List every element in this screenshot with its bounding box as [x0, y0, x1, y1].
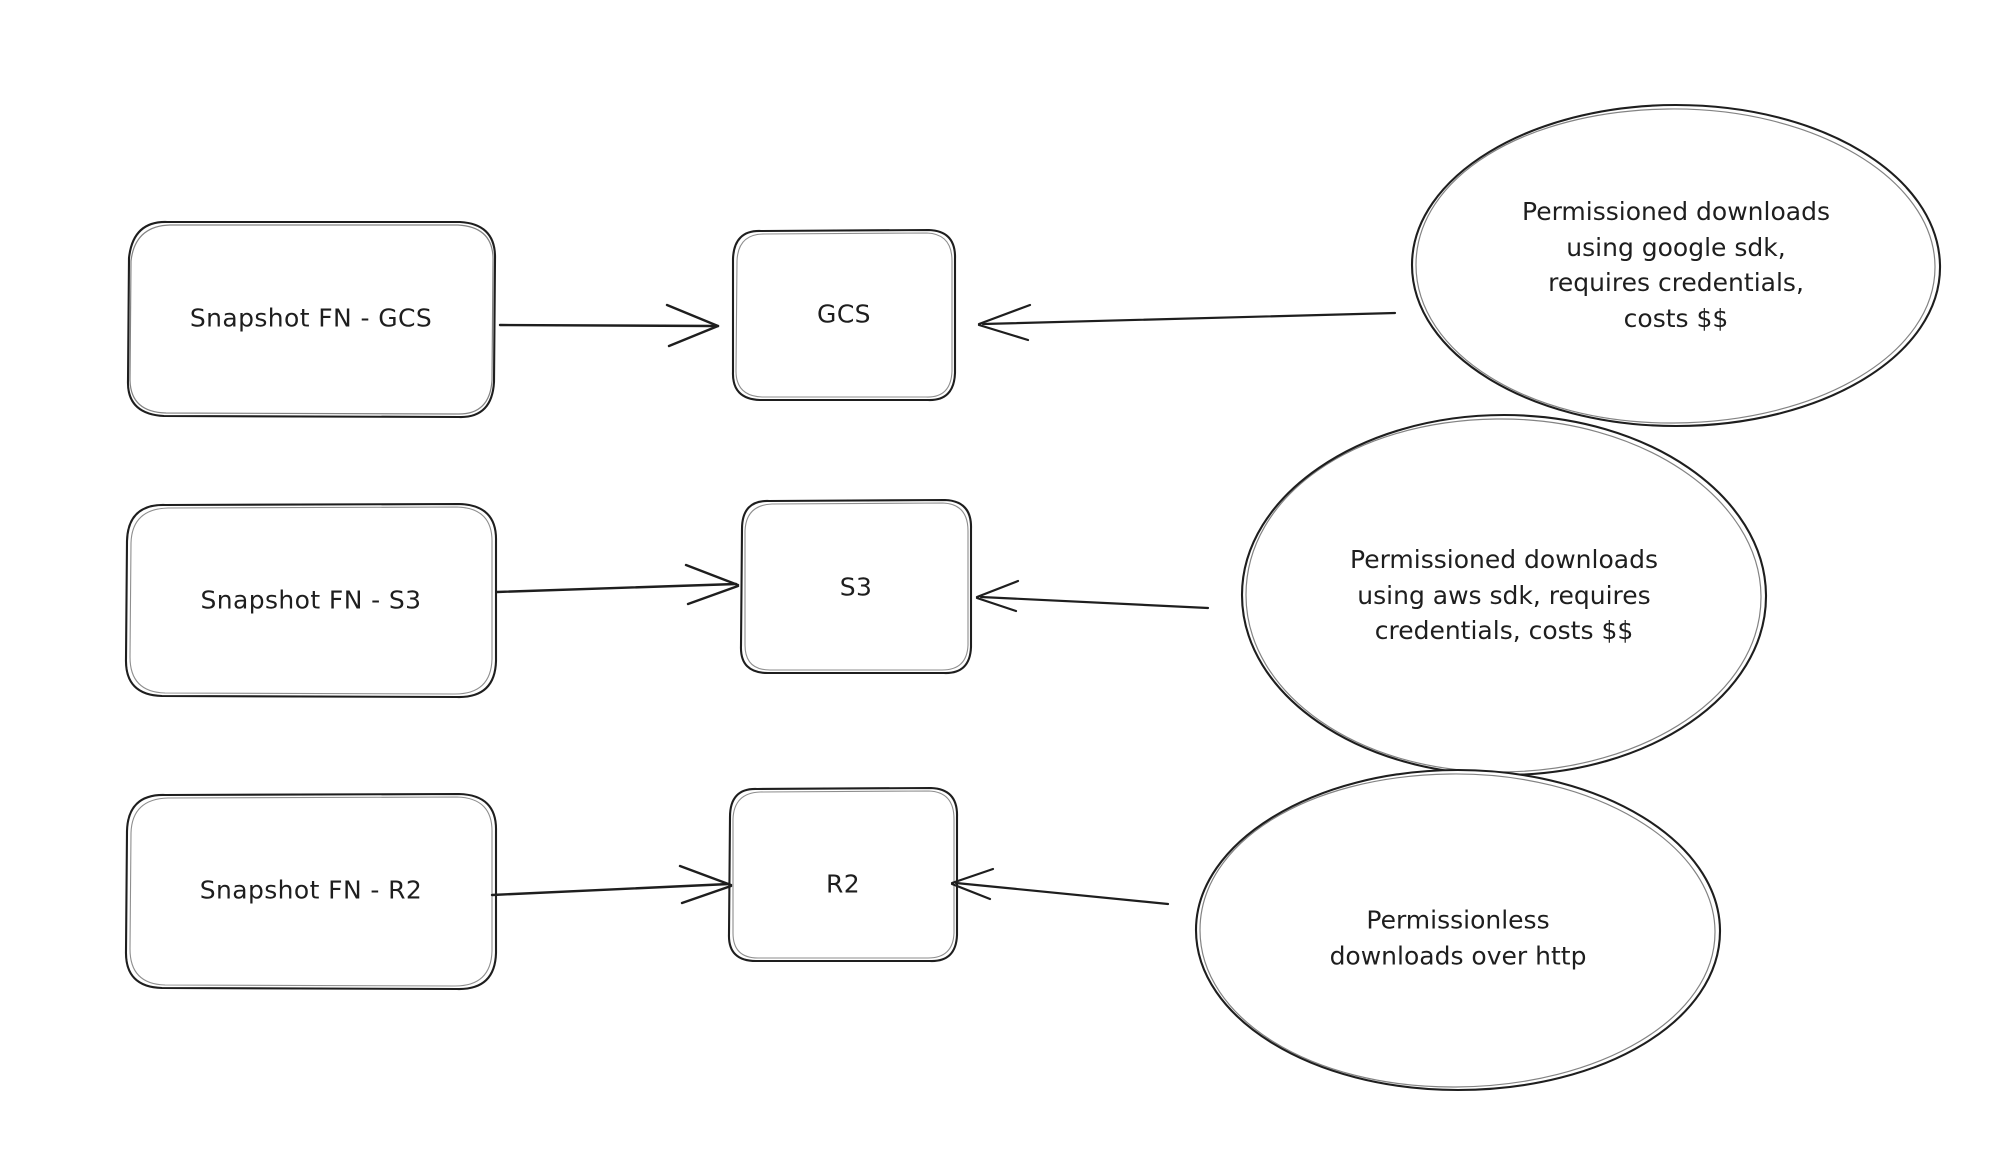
arrow-note-gcs-to-gcs	[977, 303, 1397, 342]
node-snapshot-fn-gcs[interactable]	[126, 220, 497, 519]
note-line: Permissionless	[1366, 905, 1550, 935]
node-gcs[interactable]	[731, 228, 957, 402]
node-snapshot-fn-r2[interactable]	[124, 792, 498, 991]
note-line: Permissioned downloads	[1350, 544, 1658, 574]
node-label-snapshot-fn-r2: Snapshot FN - R2	[199, 875, 423, 905]
arrow-snapshot-fn-s3-to-s3	[495, 563, 740, 606]
note-text-r2: Permissionless downloads over http	[1330, 903, 1587, 974]
node-label-snapshot-fn-gcs: Snapshot FN - GCS	[189, 303, 433, 333]
note-ellipse-r2[interactable]	[1194, 768, 1722, 1092]
arrow-snapshot-fn-r2-to-r2	[490, 864, 733, 905]
node-label-r2: R2	[825, 869, 861, 899]
arrow-note-r2-to-r2	[950, 867, 1170, 906]
node-r2[interactable]	[727, 786, 959, 963]
note-line: credentials, costs $$	[1374, 615, 1634, 645]
note-ellipse-gcs[interactable]	[1410, 103, 1942, 428]
note-text-s3: Permissioned downloads using aws sdk, re…	[1350, 542, 1658, 649]
node-label-gcs: GCS	[817, 299, 871, 329]
note-line: costs $$	[1623, 303, 1729, 333]
node-label-s3: S3	[839, 572, 873, 602]
arrow-note-s3-to-s3	[975, 579, 1210, 613]
note-line: requires credentials,	[1548, 268, 1804, 297]
arrow-snapshot-fn-gcs-to-gcs	[498, 303, 720, 348]
note-text-gcs: Permissioned downloads using google sdk,…	[1522, 194, 1830, 336]
note-line: downloads over http	[1329, 941, 1587, 970]
node-label-snapshot-fn-s3: Snapshot FN - S3	[200, 585, 422, 615]
note-line: Permissioned downloads	[1522, 197, 1830, 226]
node-s3[interactable]	[739, 498, 973, 675]
note-line: using google sdk,	[1566, 232, 1786, 262]
note-line: using aws sdk, requires	[1357, 580, 1651, 610]
node-snapshot-fn-s3[interactable]	[124, 502, 498, 699]
